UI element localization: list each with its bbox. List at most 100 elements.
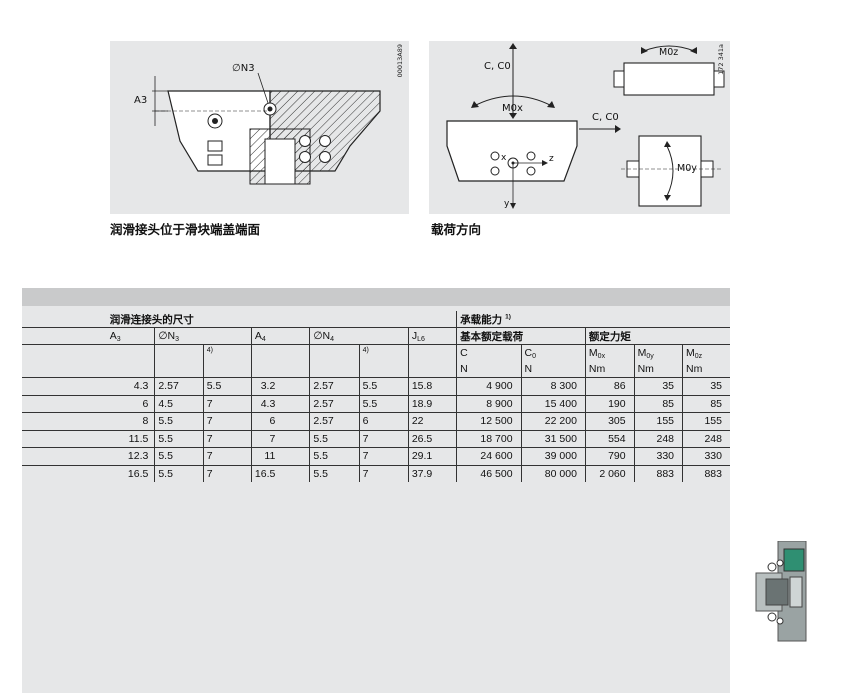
table-cell: 5.5: [309, 464, 360, 482]
table-cell: 7: [202, 447, 252, 465]
table-cell: 248: [633, 429, 683, 448]
table-cell: 39 000: [520, 447, 586, 465]
table-cell: 7: [202, 464, 252, 482]
table-cell: 4.5: [154, 394, 204, 413]
table-cell: 22 200: [520, 412, 586, 430]
col-l6: JL6: [407, 327, 457, 345]
unit-c: N: [456, 361, 522, 378]
col-moz: M0z: [682, 344, 730, 361]
table-cell: 85: [682, 394, 730, 413]
load-group-label: 承载能力 1): [456, 311, 730, 328]
table-cell: 7: [202, 394, 252, 413]
table-cell: 2.57: [309, 412, 360, 430]
lubrication-figure: ∅N3 A3: [110, 41, 409, 214]
group-header-row: 润滑连接头的尺寸 承载能力 1): [22, 311, 730, 328]
lubrication-drawing: [152, 72, 381, 185]
table-cell: 155: [682, 412, 730, 430]
unit-moz: Nm: [682, 361, 730, 378]
table-cell: 85: [633, 394, 683, 413]
basic-load-label: 基本额定载荷: [456, 327, 586, 345]
y-label: y: [504, 199, 510, 209]
column-header-row: A3 ∅N3 A4 ∅N4 JL6 基本额定载荷 额定力矩: [22, 327, 730, 345]
table-cell: 37.9: [407, 464, 457, 482]
unit-mox: Nm: [584, 361, 635, 378]
table-cell: 86: [584, 377, 635, 395]
product-thumbnail: [755, 541, 807, 642]
load-direction-figure: C, C0 M0x C, C0 M0z M0y x y z: [429, 41, 730, 214]
col-mox: M0x: [584, 344, 635, 361]
table-cell: 4 900: [456, 377, 522, 395]
col-moy: M0y: [633, 344, 683, 361]
table-cell: 22: [407, 412, 457, 430]
moy-label: M0y: [677, 163, 697, 174]
left-figure-caption: 润滑接头位于滑块端盖端面: [110, 222, 261, 237]
table-cell: 7: [358, 447, 409, 465]
left-figure-code: 00013A89: [396, 44, 404, 78]
table-cell: 31 500: [520, 429, 586, 448]
table-cell: 6: [22, 394, 155, 413]
table-cell: 18.9: [407, 394, 457, 413]
table-cell: 5.5: [202, 377, 252, 395]
symbol-row: 4) 4) C C0 M0x M0y M0z: [22, 344, 730, 361]
c-c0-top-label: C, C0: [484, 61, 511, 72]
right-figure-code: 172 341a: [717, 44, 725, 75]
col-n3: ∅N3: [154, 327, 252, 345]
note-4-a: 4): [206, 347, 213, 354]
table-cell: 15 400: [520, 394, 586, 413]
table-cell: 24 600: [456, 447, 522, 465]
table-cell: 7: [358, 429, 409, 448]
table-cell: 883: [682, 464, 730, 482]
units-row: N N Nm Nm Nm: [22, 361, 730, 378]
table-cell: 5.5: [154, 447, 204, 465]
col-c: C: [456, 344, 522, 361]
table-cell: 26.5: [407, 429, 457, 448]
table-cell: 5.5: [309, 429, 360, 448]
table-cell: 155: [633, 412, 683, 430]
col-a4: A4: [250, 327, 310, 345]
table-cell: 7: [202, 412, 252, 430]
table-cell: 8 300: [520, 377, 586, 395]
table-cell: 5.5: [358, 377, 409, 395]
table-cell: 790: [584, 447, 635, 465]
table-cell: 2.57: [154, 377, 204, 395]
table-cell: 16.5: [250, 464, 310, 482]
spec-table: 润滑连接头的尺寸 承载能力 1) A3 ∅N3 A4 ∅N4 JL6 基本额定载…: [22, 311, 730, 482]
table-cell: 6: [358, 412, 409, 430]
moment-label: 额定力矩: [584, 327, 730, 345]
n3-label: ∅N3: [232, 63, 255, 74]
table-cell: 5.5: [154, 429, 204, 448]
unit-c0: N: [520, 361, 586, 378]
moz-label: M0z: [659, 47, 679, 58]
table-cell: 2.57: [309, 377, 360, 395]
dimensions-group-label: 润滑连接头的尺寸: [109, 313, 194, 326]
load-direction-drawing: [446, 43, 725, 209]
table-cell: 5.5: [154, 464, 204, 482]
table-cell: 8 900: [456, 394, 522, 413]
table-cell: 11: [250, 447, 310, 465]
table-cell: 330: [633, 447, 683, 465]
table-cell: 305: [584, 412, 635, 430]
table-cell: 12 500: [456, 412, 522, 430]
note-4-b: 4): [362, 347, 369, 354]
table-cell: 29.1: [407, 447, 457, 465]
table-cell: 35: [633, 377, 683, 395]
table-cell: 46 500: [456, 464, 522, 482]
table-cell: 330: [682, 447, 730, 465]
table-cell: 2 060: [584, 464, 635, 482]
z-label: z: [549, 154, 554, 164]
table-cell: 2.57: [309, 394, 360, 413]
col-c0: C0: [520, 344, 586, 361]
mox-label: M0x: [502, 103, 523, 114]
table-cell: 7: [358, 464, 409, 482]
col-n4: ∅N4: [309, 327, 409, 345]
table-cell: 15.8: [407, 377, 457, 395]
table-cell: 12.3: [22, 447, 155, 465]
table-cell: 11.5: [22, 429, 155, 448]
table-cell: 7: [250, 429, 310, 448]
